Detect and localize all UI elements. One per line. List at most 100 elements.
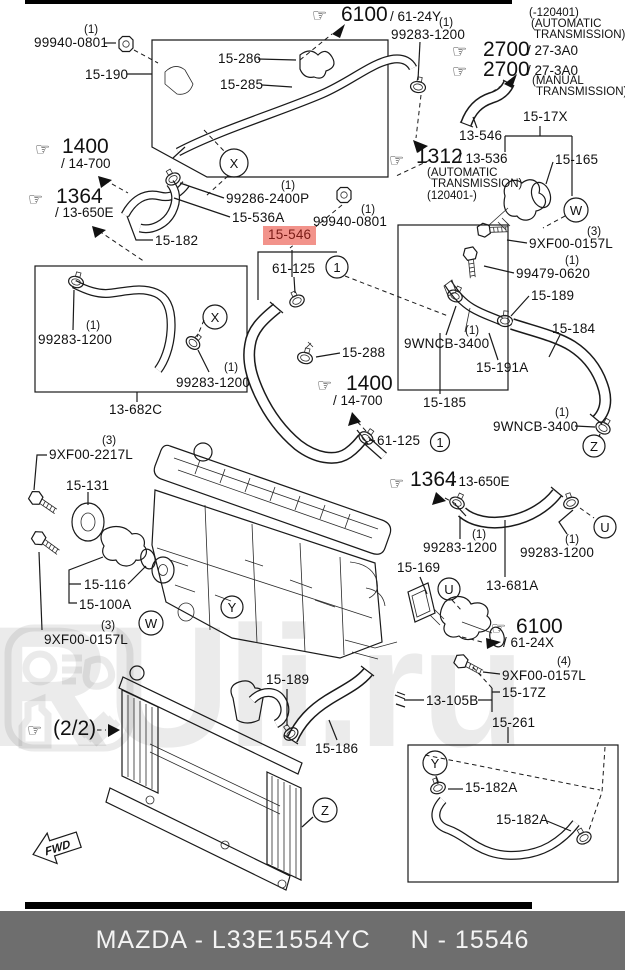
label-15-17X: 15-17X	[523, 109, 568, 124]
fwd-arrow: FWD	[32, 831, 82, 865]
svg-text:X: X	[211, 310, 220, 325]
label-9XF00-2217L: 9XF00-2217L	[49, 447, 134, 462]
view-circle-1b: 1	[429, 431, 451, 453]
hose-13-682C	[66, 269, 206, 373]
note-automatic-1: (AUTOMATIC	[531, 18, 602, 30]
label-15-186: 15-186	[315, 741, 359, 756]
view-circle-u2: U	[437, 577, 461, 601]
label-15-165: 15-165	[555, 152, 599, 167]
qty-99940-0801-a: (1)	[84, 24, 99, 36]
note-manual-2: TRANSMISSION)	[536, 86, 625, 98]
label-99286-2400P: 99286-2400P	[226, 191, 310, 206]
view-circle-x1: X	[219, 148, 249, 178]
ref-6100-61-24Y: 6100	[341, 3, 388, 26]
ref-1364-13-650E-a: 1364	[56, 185, 103, 208]
hose-15-182	[121, 181, 190, 218]
hand-icon: ☞	[389, 151, 405, 170]
nut-99940-0801-a	[118, 35, 134, 53]
view-circle-y1: Y	[220, 595, 244, 619]
ref-2700-manual: 2700	[483, 58, 530, 81]
stud-13-105B	[394, 691, 406, 708]
label-15-261: 15-261	[492, 715, 536, 730]
hand-icon: ☞	[312, 6, 328, 25]
note-transmission-1: TRANSMISSION)	[534, 29, 625, 41]
reference-arrows	[92, 24, 517, 737]
group-box-15-261	[407, 744, 619, 883]
label-15-288: 15-288	[342, 345, 386, 360]
label-15-116: 15-116	[84, 577, 127, 592]
qty-99283-1200-top: (1)	[439, 17, 454, 29]
label-99479-0620: 99479-0620	[516, 266, 591, 281]
note-automatic-2: (AUTOMATIC	[427, 167, 498, 179]
ref-6100-61-24X: 6100	[516, 615, 563, 638]
note-date-range: (-120401)	[529, 7, 579, 19]
svg-text:Z: Z	[590, 439, 598, 454]
label-9XF00-0157L-l: 9XF00-0157L	[44, 632, 129, 647]
label-99940-0801-b: 99940-0801	[313, 214, 388, 229]
footer-catalog-code: MAZDA - L33E1554YC	[95, 926, 371, 954]
hand-icon: ☞	[389, 474, 405, 493]
label-15-169: 15-169	[397, 560, 441, 575]
group-box-15-190	[151, 39, 389, 178]
label-15-191A: 15-191A	[476, 360, 529, 375]
bolt-9XF00-2217L	[26, 488, 61, 516]
thermostat-upper-drawing	[487, 179, 552, 231]
ref-2700-auto: 2700	[483, 38, 530, 61]
qty-9XF00-0157L-r: (3)	[587, 226, 602, 238]
ref-1400-14-700-b: 1400	[346, 372, 393, 395]
label-13-681A: 13-681A	[486, 578, 539, 593]
label-15-285: 15-285	[220, 77, 264, 92]
qty-99940-0801-b: (1)	[361, 204, 376, 216]
qty-99479-0620: (1)	[565, 255, 580, 267]
hose-15-536A	[138, 165, 183, 234]
hand-icon: ☞	[27, 721, 43, 740]
ref-1312-suffix: / 13-536	[458, 151, 508, 166]
label-99283-1200-midl: 99283-1200	[423, 540, 498, 555]
qty-9XF00-2217L: (3)	[102, 435, 117, 447]
group-box-15-185	[397, 224, 509, 391]
label-99283-1200-boxr: 99283-1200	[176, 375, 251, 390]
hand-icon: ☞	[491, 619, 507, 638]
ref-6100-61-24Y-suffix: / 61-24Y	[390, 9, 442, 24]
label-15-182: 15-182	[155, 233, 199, 248]
bolt-99479-0620	[461, 245, 483, 280]
qty-99283-1200-boxl: (1)	[86, 320, 101, 332]
bottom-border-bar	[25, 902, 532, 909]
hand-icon: ☞	[452, 42, 468, 61]
hand-icon: ☞	[28, 190, 44, 209]
view-circle-x2: X	[202, 304, 228, 330]
group-bracket-15-17X	[504, 126, 573, 196]
top-border-bar	[25, 0, 512, 4]
note-transmission-2: TRANSMISSION)	[431, 178, 523, 190]
water-pump-drawing	[71, 502, 156, 570]
svg-text:1: 1	[333, 260, 340, 275]
label-15-546-highlighted[interactable]: 15-546	[263, 226, 317, 245]
svg-text:Z: Z	[321, 803, 329, 818]
label-15-189-a: 15-189	[531, 288, 575, 303]
ref-1364-suffix-a: / 13-650E	[55, 205, 114, 220]
label-9WNCB-3400-b: 9WNCB-3400	[493, 419, 579, 434]
label-9WNCB-3400-a: 9WNCB-3400	[404, 336, 490, 351]
label-15-536A: 15-536A	[232, 210, 285, 225]
group-bracket-15-546	[257, 251, 337, 300]
hose-13-681A	[447, 486, 581, 529]
hose-15-546	[243, 288, 379, 464]
engine-block-drawing	[151, 436, 436, 660]
footer-bar: MAZDA - L33E1554YC N - 15546	[0, 911, 625, 970]
note-date-range-2: (120401-)	[427, 190, 477, 202]
view-circle-y2: Y	[422, 750, 448, 776]
svg-text:Y: Y	[431, 756, 440, 771]
svg-text:FWD: FWD	[44, 838, 72, 858]
label-15-184: 15-184	[552, 321, 596, 336]
label-61-125-a: 61-125	[272, 261, 316, 276]
watermark-logo	[4, 624, 134, 752]
nut-99940-0801-b	[336, 186, 352, 204]
note-manual-1: (MANUAL	[532, 75, 584, 87]
svg-text:U: U	[600, 520, 609, 535]
qty-9XF00-0157L-b: (4)	[557, 656, 572, 668]
pipe-15-190	[164, 50, 418, 159]
label-15-17Z: 15-17Z	[502, 685, 546, 700]
label-15-185: 15-185	[423, 395, 467, 410]
